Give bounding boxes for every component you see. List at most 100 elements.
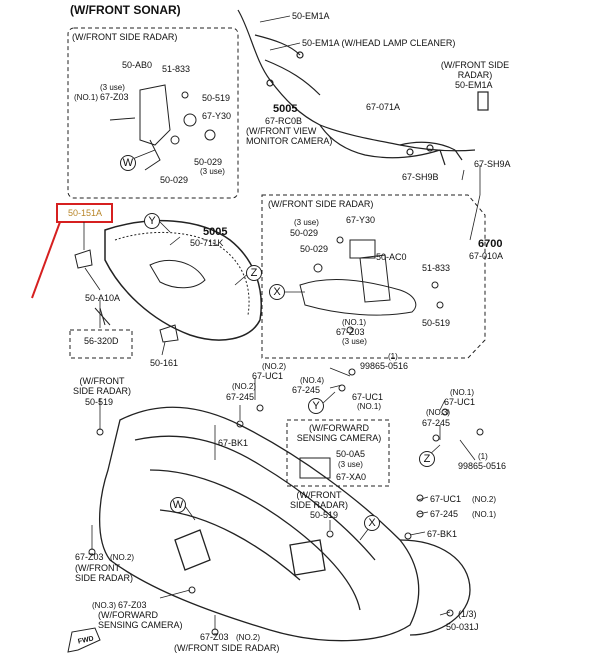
callout-x-radar: X	[269, 284, 285, 300]
page-title: (W/FRONT SONAR)	[70, 3, 181, 17]
part-label: 67-Y30	[346, 215, 376, 225]
part-label: 50-519	[310, 510, 339, 520]
part-label: (W/FRONT SIDE RADAR)	[440, 60, 510, 80]
part-label: 67-245	[292, 385, 321, 395]
part-label: (3 use)	[338, 460, 363, 469]
front-grille	[74, 219, 262, 343]
part-label: (NO.3)	[92, 601, 116, 610]
callout-x-bumper: X	[364, 515, 380, 531]
part-label: (3 use)	[200, 167, 225, 176]
part-label: 67-Z03	[336, 327, 365, 337]
part-label: (1)	[388, 352, 398, 361]
radar-mid-box-label: (W/FRONT SIDE RADAR)	[268, 199, 374, 209]
radar-top-parts	[109, 84, 216, 171]
part-label: 67-UC1	[252, 371, 284, 381]
part-label: 50-EM1A (W/HEAD LAMP CLEANER)	[302, 38, 456, 48]
part-label: (NO.1)	[342, 318, 366, 327]
part-label: (NO.2)	[262, 362, 286, 371]
part-label: (NO.3)	[426, 408, 450, 417]
part-label: (1/3)	[458, 609, 477, 619]
part-label: 50-029	[290, 228, 319, 238]
callout-w-top: W	[120, 155, 136, 171]
fasteners	[88, 307, 484, 636]
part-label: 67-SH9A	[474, 159, 511, 169]
part-label: 51-833	[422, 263, 451, 273]
highlight-box	[56, 203, 113, 223]
part-label: (3 use)	[294, 218, 319, 227]
part-label: 99865-0516	[360, 361, 409, 371]
part-label: 67-UC1	[444, 397, 476, 407]
fwd-arrow	[67, 627, 101, 653]
part-label: (W/FRONT SIDE RADAR)	[75, 563, 134, 583]
part-label: 67-071A	[366, 102, 401, 112]
part-label: 5005	[203, 226, 228, 238]
callout-z-grille: Z	[246, 265, 262, 281]
part-label: 67-245	[430, 509, 459, 519]
part-label: 67-SH9B	[402, 172, 439, 182]
part-label: 50-029	[300, 244, 329, 254]
part-label: (1)	[478, 452, 488, 461]
part-label: 67-Z03	[118, 600, 147, 610]
part-label: 50-029	[194, 157, 223, 167]
part-label: (W/FRONT VIEW MONITOR CAMERA)	[246, 126, 333, 146]
part-label: 56-320D	[84, 336, 119, 346]
part-label: 6700	[478, 238, 503, 250]
part-label: (NO.1)	[450, 388, 474, 397]
part-label: 67-BK1	[427, 529, 458, 539]
part-label: (NO.2)	[232, 382, 256, 391]
part-label: 50-AC0	[376, 252, 407, 262]
part-label: 67-Z03	[100, 92, 129, 102]
part-label: 67-UC1	[430, 494, 462, 504]
part-label: 99865-0516	[458, 461, 507, 471]
part-label: 51-833	[162, 64, 191, 74]
part-label: 50-AB0	[122, 60, 153, 70]
part-label: 67-XA0	[336, 472, 367, 482]
callout-y-grille: Y	[144, 213, 160, 229]
part-label: (NO.2)	[110, 553, 134, 562]
part-label: (W/FORWARD SENSING CAMERA)	[98, 610, 183, 630]
part-label: 5005	[273, 103, 298, 115]
part-label: 50-029	[160, 175, 189, 185]
front-bumper	[98, 406, 471, 642]
part-label: (NO.1)	[472, 510, 496, 519]
part-label: 50-EM1A	[292, 11, 330, 21]
part-label: 50-031J	[446, 622, 479, 632]
part-label: 50-519	[202, 93, 231, 103]
part-label: 67-BK1	[218, 438, 249, 448]
part-label: (NO.2)	[236, 633, 260, 642]
part-label: (W/FRONT SIDE RADAR)	[289, 490, 348, 510]
part-label: 50-A10A	[85, 293, 121, 303]
part-label: 67-010A	[469, 251, 504, 261]
highlighted-part-label: 50-151A	[68, 208, 103, 218]
part-label: (NO.2)	[472, 495, 496, 504]
part-label: 50-519	[85, 397, 114, 407]
part-label: (NO.1)	[74, 93, 98, 102]
part-label: 50-711K	[190, 238, 224, 248]
part-label: 50-EM1A	[455, 80, 493, 90]
part-label: 67-Y30	[202, 111, 232, 121]
part-label: (NO.4)	[300, 376, 324, 385]
part-label: (W/FRONT SIDE RADAR)	[174, 643, 280, 653]
part-label: (W/FRONT SIDE RADAR)	[72, 376, 131, 396]
part-label: 50-519	[422, 318, 451, 328]
wiring-harness	[237, 9, 489, 166]
radar-mid-parts	[299, 236, 444, 334]
part-label: 67-UC1	[352, 392, 384, 402]
part-label: (NO.1)	[357, 402, 381, 411]
part-label: 67-RC0B	[265, 116, 303, 126]
bracket-box-320d	[69, 329, 133, 359]
part-label: 67-Z03	[200, 632, 229, 642]
part-label: 67-245	[422, 418, 451, 428]
radar-top-box	[67, 27, 239, 199]
part-label: (3 use)	[342, 337, 367, 346]
callout-y-bumper: Y	[308, 398, 324, 414]
radar-mid-box	[261, 194, 486, 359]
part-label: 67-245	[226, 392, 255, 402]
camera-box-label: (W/FORWARD SENSING CAMERA)	[296, 423, 382, 443]
part-label: 50-0A5	[336, 449, 366, 459]
part-label: 67-Z03	[75, 552, 104, 562]
part-label: (3 use)	[100, 83, 125, 92]
radar-top-box-label: (W/FRONT SIDE RADAR)	[72, 32, 178, 42]
